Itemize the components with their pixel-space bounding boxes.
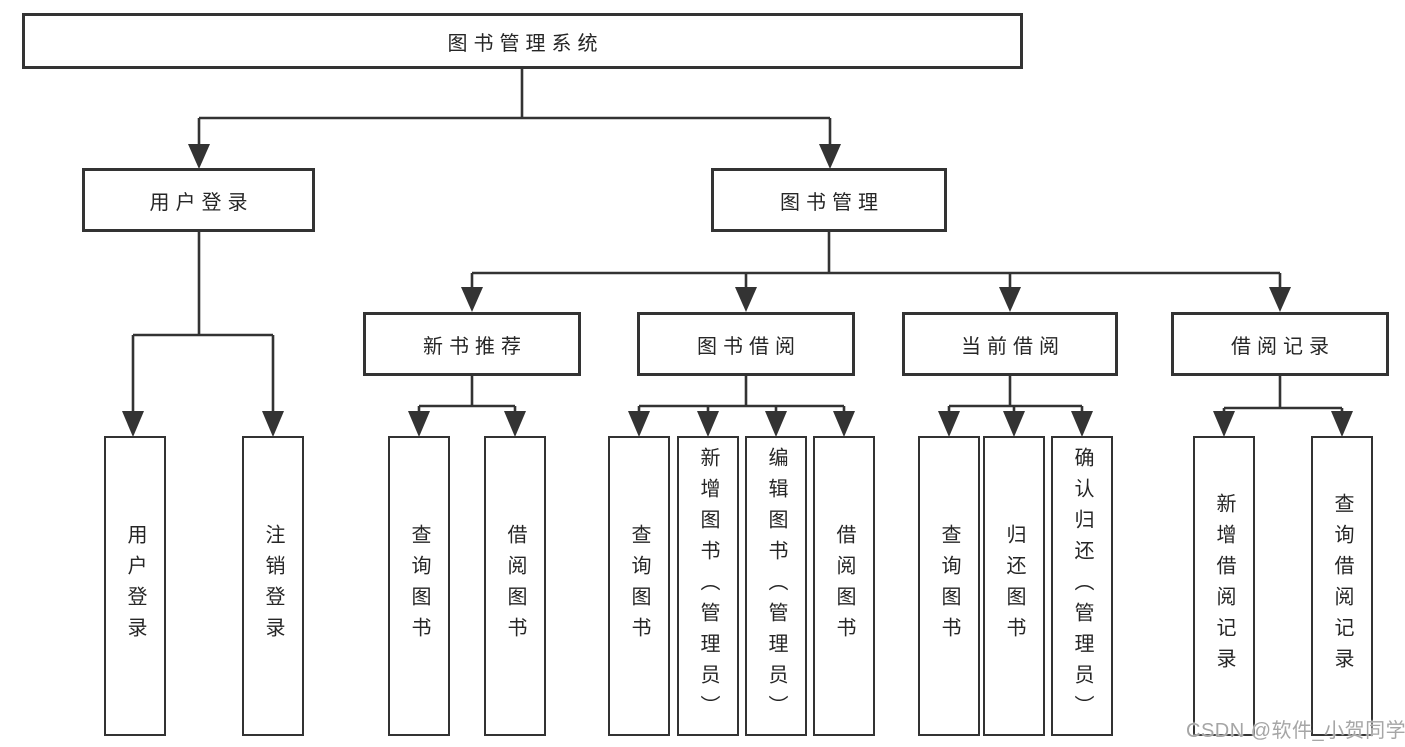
node-user-login-label: 用户登录 [149,191,254,214]
leaf-query-books-borrow: 查询图书 [608,436,670,736]
leaf-add-borrow-record: 新增借阅记录 [1193,436,1255,736]
leaf-query-books-current-label: 查询图书 [938,524,960,648]
connector-user-login-children [122,231,284,437]
leaf-query-borrow-record: 查询借阅记录 [1311,436,1373,736]
node-root: 图书管理系统 [22,13,1023,69]
connector-book-borrow-children [628,375,855,437]
connector-root-to-level2 [188,68,841,169]
leaf-logout-login-label: 注销登录 [262,524,284,648]
leaf-query-books-recommend: 查询图书 [388,436,450,736]
leaf-borrow-books-label: 借阅图书 [833,524,855,648]
leaf-confirm-return-admin-label: 确认归还（管理员） [1071,446,1093,726]
leaf-borrow-books: 借阅图书 [813,436,875,736]
node-borrow-records-label: 借阅记录 [1231,335,1335,358]
node-book-management-label: 图书管理 [780,191,884,214]
node-book-borrow: 图书借阅 [637,312,855,376]
connector-new-book-recommend-children [408,375,526,437]
leaf-user-login: 用户登录 [104,436,166,736]
connector-borrow-records-children [1213,375,1353,437]
node-root-label: 图书管理系统 [447,32,604,55]
connector-current-borrow-children [938,375,1093,437]
leaf-add-books-admin: 新增图书（管理员） [677,436,739,736]
connector-book-management-children [461,231,1291,312]
node-new-book-recommend: 新书推荐 [363,312,581,376]
node-new-book-recommend-label: 新书推荐 [423,335,527,358]
watermark: CSDN @软件_小贺同学 [1186,720,1405,742]
leaf-return-books: 归还图书 [983,436,1045,736]
node-current-borrow: 当前借阅 [902,312,1118,376]
leaf-query-books-current: 查询图书 [918,436,980,736]
leaf-add-borrow-record-label: 新增借阅记录 [1213,493,1235,679]
node-current-borrow-label: 当前借阅 [961,335,1065,358]
leaf-query-borrow-record-label: 查询借阅记录 [1331,493,1353,679]
node-book-management: 图书管理 [711,168,947,232]
leaf-return-books-label: 归还图书 [1003,524,1025,648]
node-book-borrow-label: 图书借阅 [697,335,801,358]
node-user-login: 用户登录 [82,168,315,232]
leaf-query-books-borrow-label: 查询图书 [628,524,650,648]
leaf-user-login-label: 用户登录 [124,524,146,648]
leaf-borrow-books-recommend-label: 借阅图书 [504,524,526,648]
leaf-edit-books-admin-label: 编辑图书（管理员） [765,446,787,726]
node-borrow-records: 借阅记录 [1171,312,1389,376]
leaf-edit-books-admin: 编辑图书（管理员） [745,436,807,736]
leaf-confirm-return-admin: 确认归还（管理员） [1051,436,1113,736]
leaf-borrow-books-recommend: 借阅图书 [484,436,546,736]
leaf-query-books-recommend-label: 查询图书 [408,524,430,648]
leaf-add-books-admin-label: 新增图书（管理员） [697,446,719,726]
leaf-logout-login: 注销登录 [242,436,304,736]
